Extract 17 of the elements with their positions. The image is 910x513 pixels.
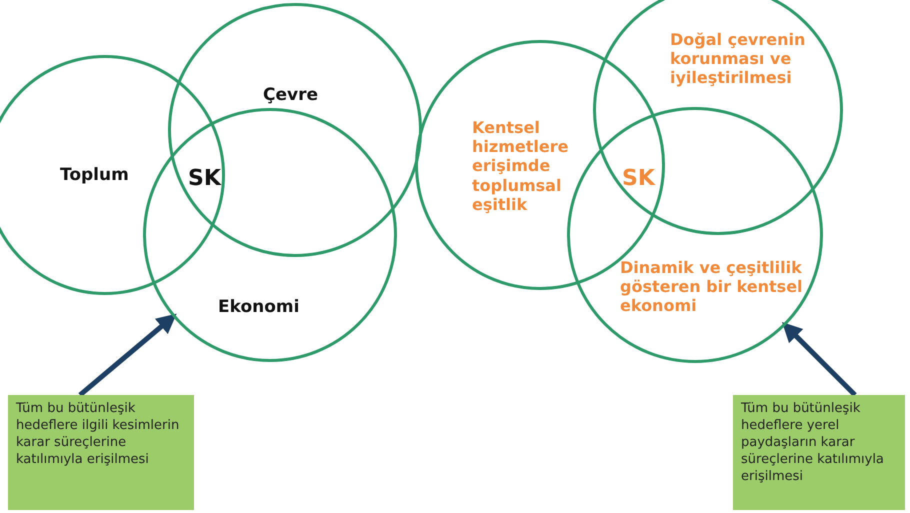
center-label: SK: [188, 166, 221, 192]
venn-circle: [143, 108, 397, 362]
venn-circle: [0, 55, 225, 295]
circle-label: Çevre: [263, 85, 320, 106]
venn-circle: [168, 3, 422, 257]
arrow: [78, 314, 177, 397]
center-label: SK: [622, 166, 655, 192]
circle-label: Dinamik ve çeşitlilik gösteren bir kentsel ekonomi: [620, 258, 804, 316]
arrow: [782, 322, 857, 397]
circle-label: Doğal çevrenin korunması ve iyileştirilmesi: [670, 30, 806, 88]
venn-circle: [567, 107, 823, 363]
note-box: Tüm bu bütünleşik hedeflere ilgili kesimlerin karar süreçlerine katılımıyla erişilmesi: [8, 395, 194, 510]
circle-label: Ekonomi: [218, 297, 300, 318]
circle-label: Toplum: [60, 165, 130, 186]
circle-label: Kentsel hizmetlere erişimde toplumsal eşitlik: [472, 118, 570, 214]
note-box: Tüm bu bütünleşik hedeflere yerel paydaşların karar süreçlerine katılımıyla erişilmesi: [733, 395, 905, 510]
venn-circle: [593, 0, 843, 235]
